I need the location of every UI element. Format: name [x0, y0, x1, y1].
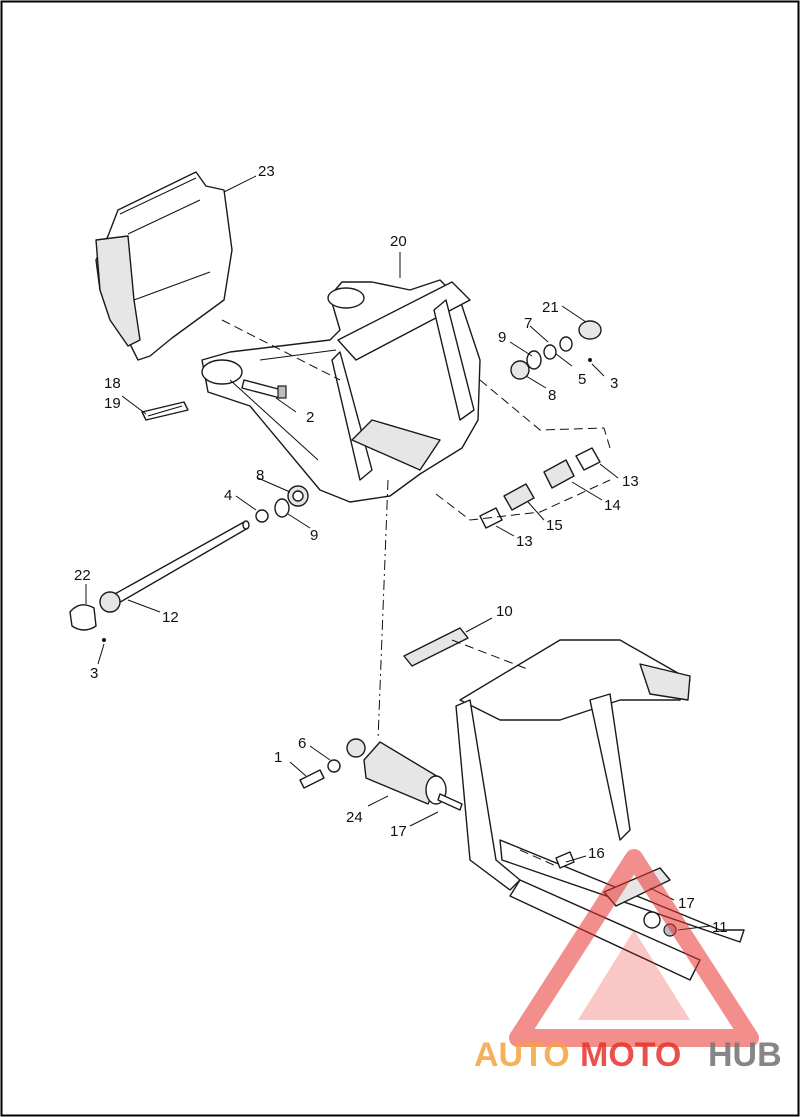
automotohub-watermark	[509, 849, 759, 1047]
callout-8-right: 8	[548, 387, 556, 404]
watermark-hub: HUB	[708, 1036, 782, 1074]
callout-labels: 23 20 21 9 7 5 3 8 2 18 19 8 4 9 13 14 1…	[74, 163, 728, 936]
part-24-shock	[346, 738, 463, 811]
left-pivot-hardware	[255, 485, 309, 523]
callout-22: 22	[74, 567, 91, 584]
callout-23: 23	[258, 163, 275, 180]
part-2-bolt	[241, 379, 287, 399]
part-10-pad	[403, 627, 469, 667]
main-frame	[455, 639, 745, 981]
part-18-19-strap	[141, 401, 189, 421]
callout-13-upper: 13	[622, 473, 639, 490]
part-22-cap	[69, 604, 97, 631]
callout-12: 12	[162, 609, 179, 626]
callout-8-left: 8	[256, 467, 264, 484]
callout-17-frame: 17	[678, 895, 695, 912]
assembly-lines	[221, 319, 611, 867]
callout-21: 21	[542, 299, 559, 316]
automotohub-logo-text: AUTO MOTO HUB	[474, 1036, 782, 1074]
callout-3-left: 3	[90, 665, 98, 682]
watermark-triangle-inner	[578, 930, 690, 1020]
callout-7: 7	[524, 315, 532, 332]
callout-10: 10	[496, 603, 513, 620]
callout-5: 5	[578, 371, 586, 388]
part-6-washer	[327, 759, 341, 773]
callout-9-left: 9	[310, 527, 318, 544]
callout-14: 14	[604, 497, 621, 514]
part-12-pivot-shaft	[99, 520, 250, 613]
watermark-auto: AUTO	[474, 1036, 570, 1074]
callout-19: 19	[104, 395, 121, 412]
callout-9-right: 9	[498, 329, 506, 346]
callout-24: 24	[346, 809, 363, 826]
part-23-cover	[95, 171, 233, 361]
callout-11: 11	[712, 919, 728, 936]
callout-3-right: 3	[610, 375, 618, 392]
right-pivot-hardware	[510, 320, 602, 380]
callout-15: 15	[546, 517, 563, 534]
callout-6: 6	[298, 735, 306, 752]
callout-1: 1	[274, 749, 282, 766]
callout-18: 18	[104, 375, 121, 392]
callout-13-lower: 13	[516, 533, 533, 550]
callout-2: 2	[306, 409, 314, 426]
callout-16: 16	[588, 845, 605, 862]
callout-17-shock: 17	[390, 823, 407, 840]
callout-20: 20	[390, 233, 407, 250]
watermark-triangle-outer	[509, 849, 759, 1047]
part-1-bolt	[299, 769, 325, 789]
watermark-moto: MOTO	[580, 1036, 681, 1074]
part-3-screw-left	[102, 638, 106, 642]
part-20-swingarm	[201, 279, 481, 503]
callout-4: 4	[224, 487, 232, 504]
